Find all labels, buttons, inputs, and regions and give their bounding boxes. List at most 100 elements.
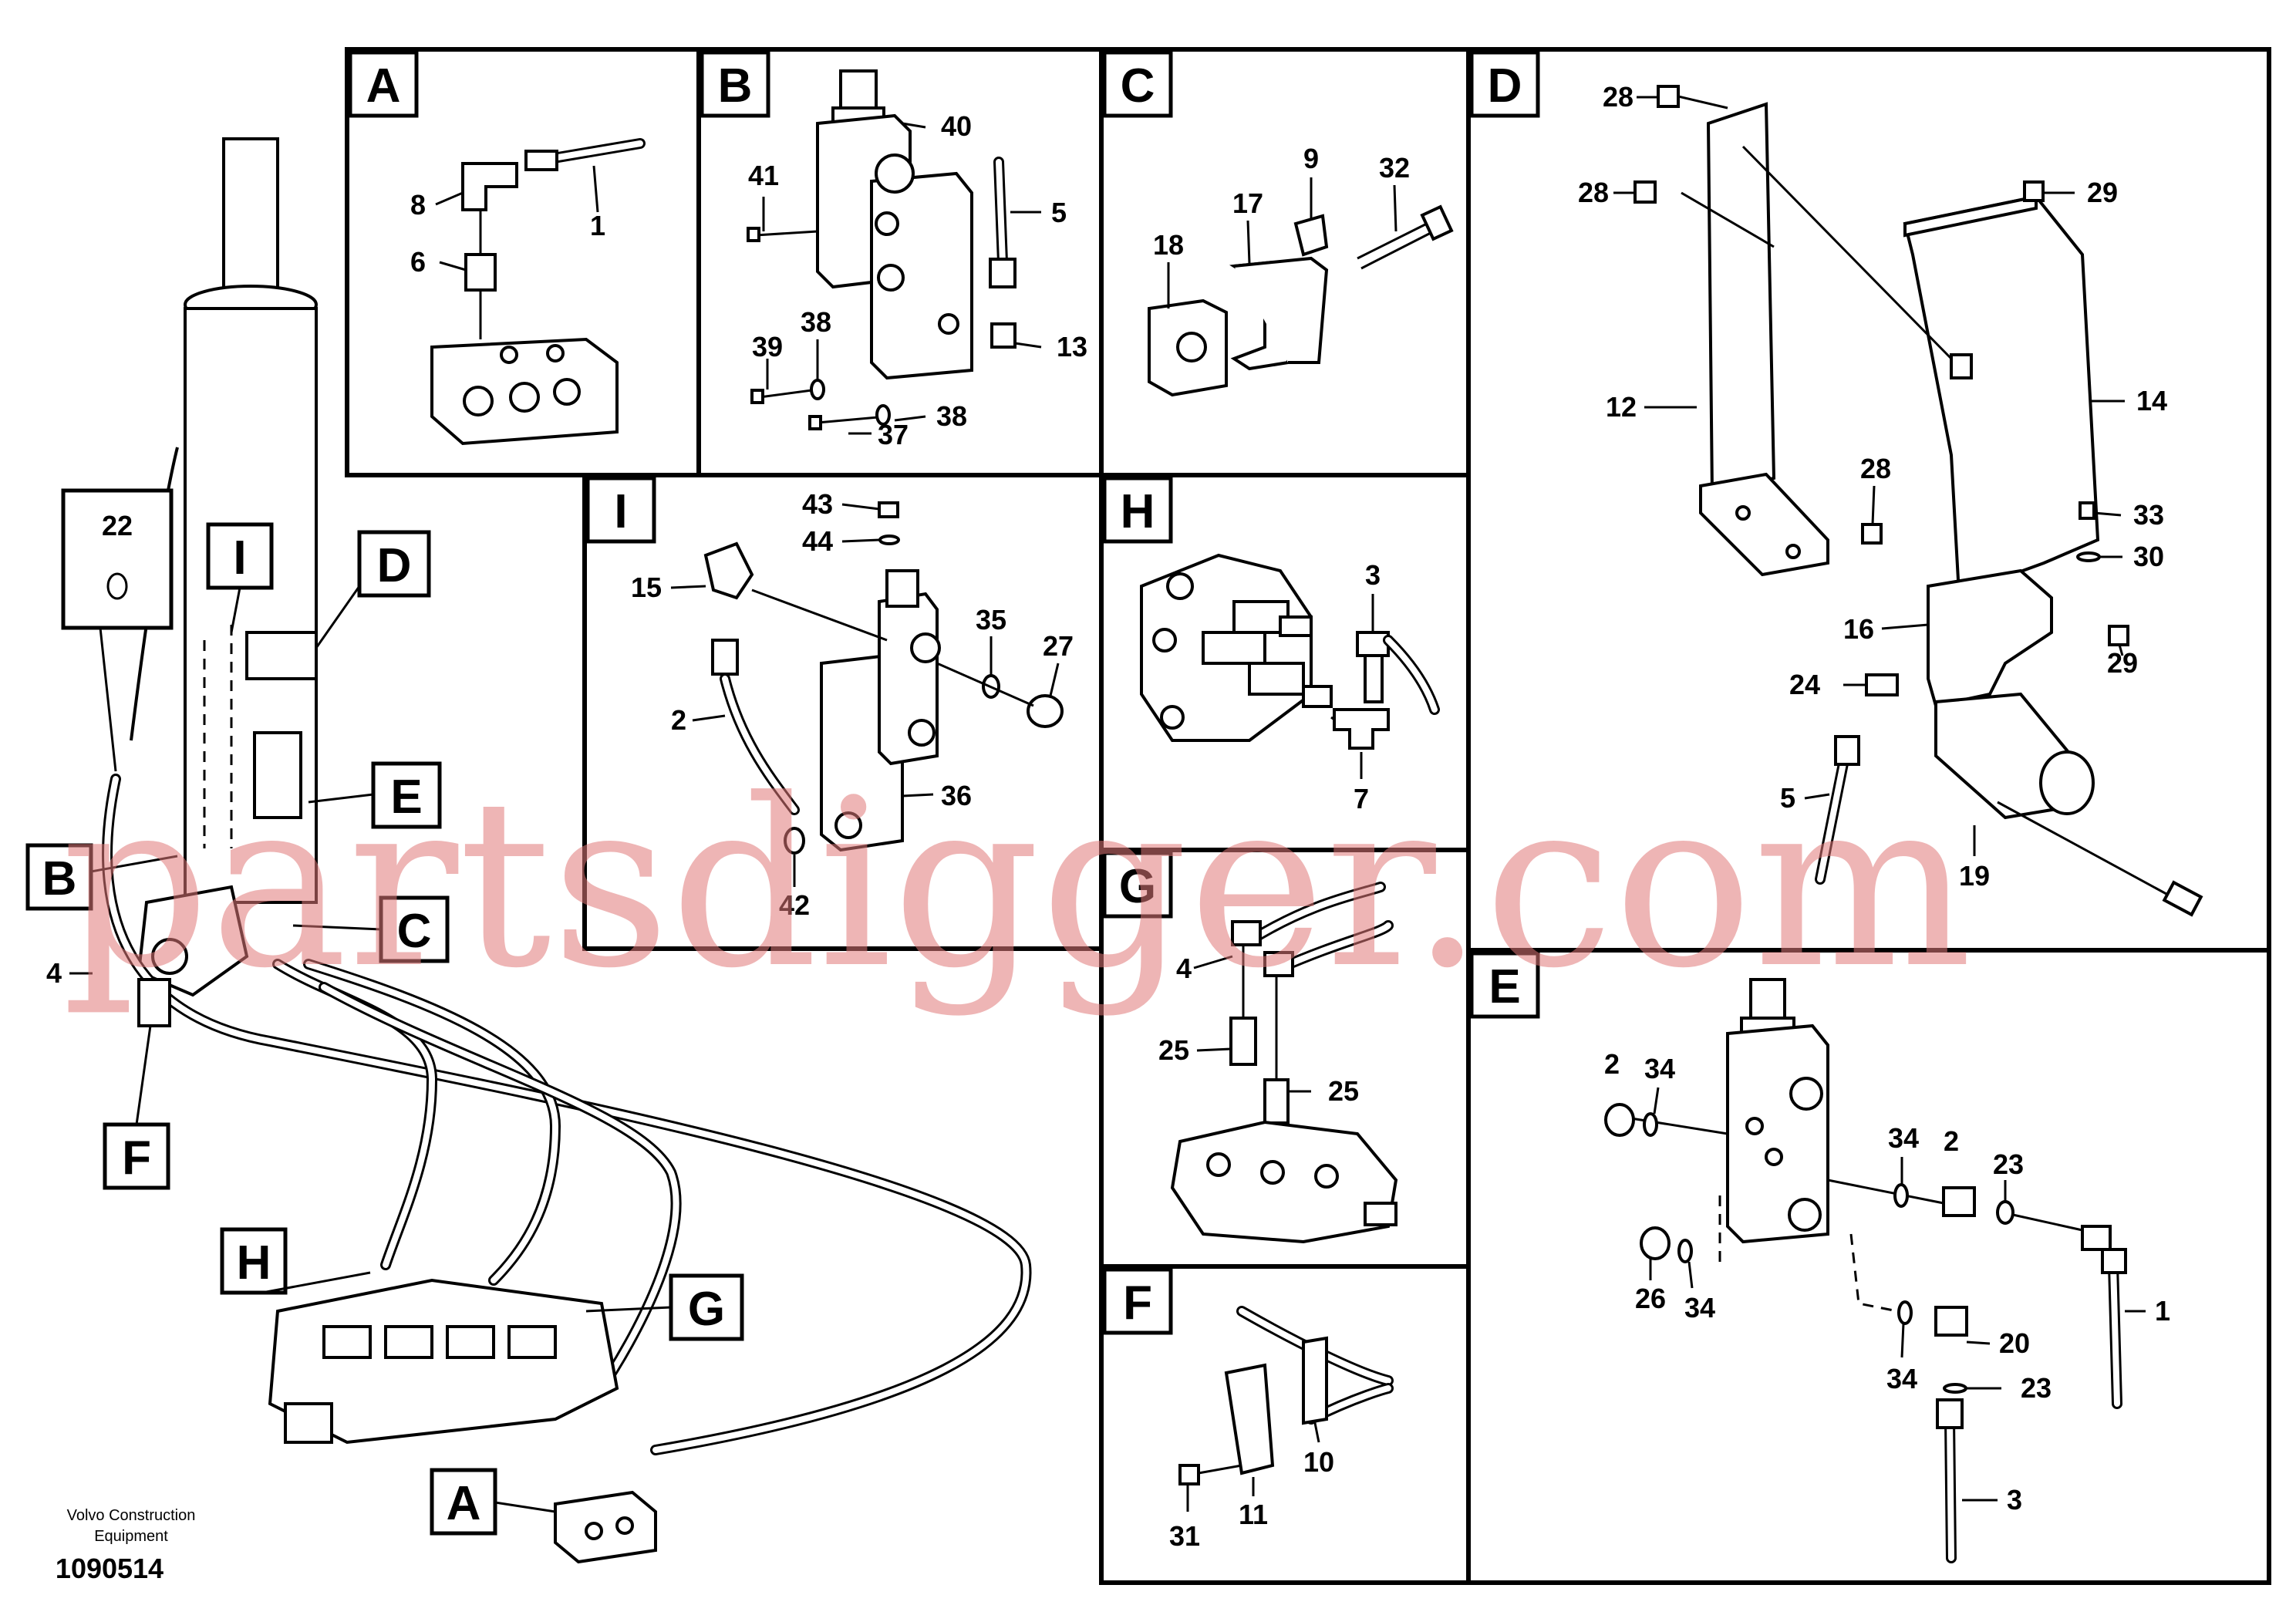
callout-28c: 28 [1860, 453, 1891, 484]
callout-25a: 25 [1158, 1034, 1189, 1066]
panel-b: B 40 41 5 38 39 13 [700, 50, 1087, 450]
adapter-6 [464, 253, 497, 292]
callout-13: 13 [1057, 331, 1087, 363]
panel-i-tag [585, 476, 656, 544]
overview-tag-e [371, 761, 442, 829]
overview-tag-d [357, 530, 431, 598]
callout-1: 1 [590, 210, 605, 241]
callout-42: 42 [779, 889, 810, 921]
washer-38b [875, 404, 891, 426]
panel-e-tag-text: E [1489, 960, 1520, 1013]
screw-29b [2108, 625, 2129, 646]
callout-11: 11 [1239, 1499, 1268, 1530]
panel-d-frame [1466, 47, 2271, 953]
screw-29a [2023, 180, 2045, 202]
callout-37: 37 [878, 419, 909, 450]
o-ring-42 [784, 827, 805, 855]
callout-3: 3 [1365, 559, 1381, 591]
overview-tag-a [430, 1468, 497, 1536]
callout-26: 26 [1635, 1283, 1666, 1314]
panel-a-tag [348, 50, 419, 118]
o-ring-23b [1943, 1383, 1967, 1394]
panel-f-tag-text: F [1123, 1276, 1152, 1330]
panel-a-tag-text: A [366, 59, 401, 113]
callout-34a: 34 [1644, 1053, 1675, 1084]
clamp-10 [1302, 1336, 1328, 1425]
tee-7 [1333, 708, 1390, 750]
callout-30: 30 [2133, 541, 2164, 572]
callout-5d: 5 [1780, 782, 1795, 814]
fitting-25b [1263, 1078, 1290, 1125]
elbow-fitting-g2 [1263, 951, 1294, 977]
plug-26a [1604, 1103, 1635, 1137]
bracket-16 [1927, 568, 2053, 708]
callout-36: 36 [941, 780, 972, 811]
fitting-22 [1942, 1186, 1976, 1217]
bracket-9 [1233, 256, 1329, 364]
elbow-fitting-8 [461, 162, 518, 211]
overview-tag-e-text: E [390, 771, 422, 824]
callout-27: 27 [1043, 630, 1074, 662]
elbow-20 [1934, 1306, 1968, 1337]
overview-tag-a-text: A [447, 1477, 481, 1530]
bolt-31 [1178, 1464, 1200, 1485]
callout-29a: 29 [2087, 177, 2118, 208]
overview-tag-i-text: I [233, 531, 246, 585]
elbow-1e [2081, 1225, 2112, 1251]
callout-38: 38 [801, 306, 831, 338]
panel-e-frame [1466, 948, 2271, 1585]
callout-35: 35 [976, 604, 1006, 636]
drawing-number: 1090514 [56, 1553, 164, 1584]
callout-6: 6 [410, 246, 426, 278]
o-ring-23a [1996, 1200, 2014, 1225]
plate-12 [1706, 102, 1776, 496]
panel-c-tag-text: C [1121, 59, 1155, 113]
overview-tag-c-text: C [397, 905, 432, 958]
callout-34b: 34 [1888, 1122, 1919, 1154]
panel-f: F 10 11 31 [1102, 1267, 1394, 1552]
screw-28a [1657, 85, 1680, 108]
callout-1e: 1 [2155, 1295, 2170, 1327]
callout-4g: 4 [1176, 953, 1192, 984]
callout-22: 22 [102, 510, 133, 541]
callout-14: 14 [2136, 385, 2167, 416]
panel-h-tag-text: H [1121, 485, 1155, 538]
fitting-25a [1229, 1017, 1257, 1066]
elbow-13 [990, 322, 1017, 349]
panel-c: C 9 32 17 18 [1102, 50, 1454, 397]
panel-e: E 2 34 34 [1469, 951, 2170, 1563]
elbow-3 [1356, 631, 1390, 657]
overview-tag-g [669, 1273, 744, 1341]
panel-e-tag [1469, 951, 1540, 1019]
screw-33 [2079, 501, 2095, 520]
panel-c-tag [1102, 50, 1173, 118]
callout-34d: 34 [1886, 1363, 1917, 1394]
cover-14 [1903, 194, 2100, 596]
elbow-24 [1865, 673, 1899, 696]
callout-7: 7 [1354, 783, 1369, 814]
callout-25b: 25 [1328, 1075, 1359, 1107]
callout-23a: 23 [1993, 1148, 2024, 1180]
panel-g-tag-text: G [1119, 860, 1156, 913]
callout-2e: 2 [1604, 1048, 1620, 1080]
callout-17: 17 [1232, 187, 1263, 219]
callout-15: 15 [631, 572, 662, 603]
panel-i-tag-text: I [614, 485, 627, 538]
bolt-39 [750, 389, 764, 404]
panel-b-tag-text: B [718, 59, 753, 113]
callout-31: 31 [1169, 1520, 1200, 1552]
screw-28c [1861, 523, 1883, 545]
overview-drawing: 22 I D E B C 4 F H G A [25, 137, 1032, 1564]
callout-4: 4 [46, 957, 62, 989]
callout-28b: 28 [1578, 177, 1609, 208]
callout-33: 33 [2133, 499, 2164, 531]
callout-44: 44 [802, 525, 833, 557]
screw-28b [1633, 180, 1657, 204]
callout-43: 43 [802, 488, 833, 520]
panel-a: A 1 6 8 [348, 50, 646, 446]
callout-2e-b: 2 [1944, 1125, 1959, 1157]
panel-f-tag [1102, 1267, 1173, 1335]
callout-40: 40 [941, 110, 972, 142]
callout-28a: 28 [1603, 81, 1633, 113]
o-ring-34d [1897, 1300, 1913, 1325]
